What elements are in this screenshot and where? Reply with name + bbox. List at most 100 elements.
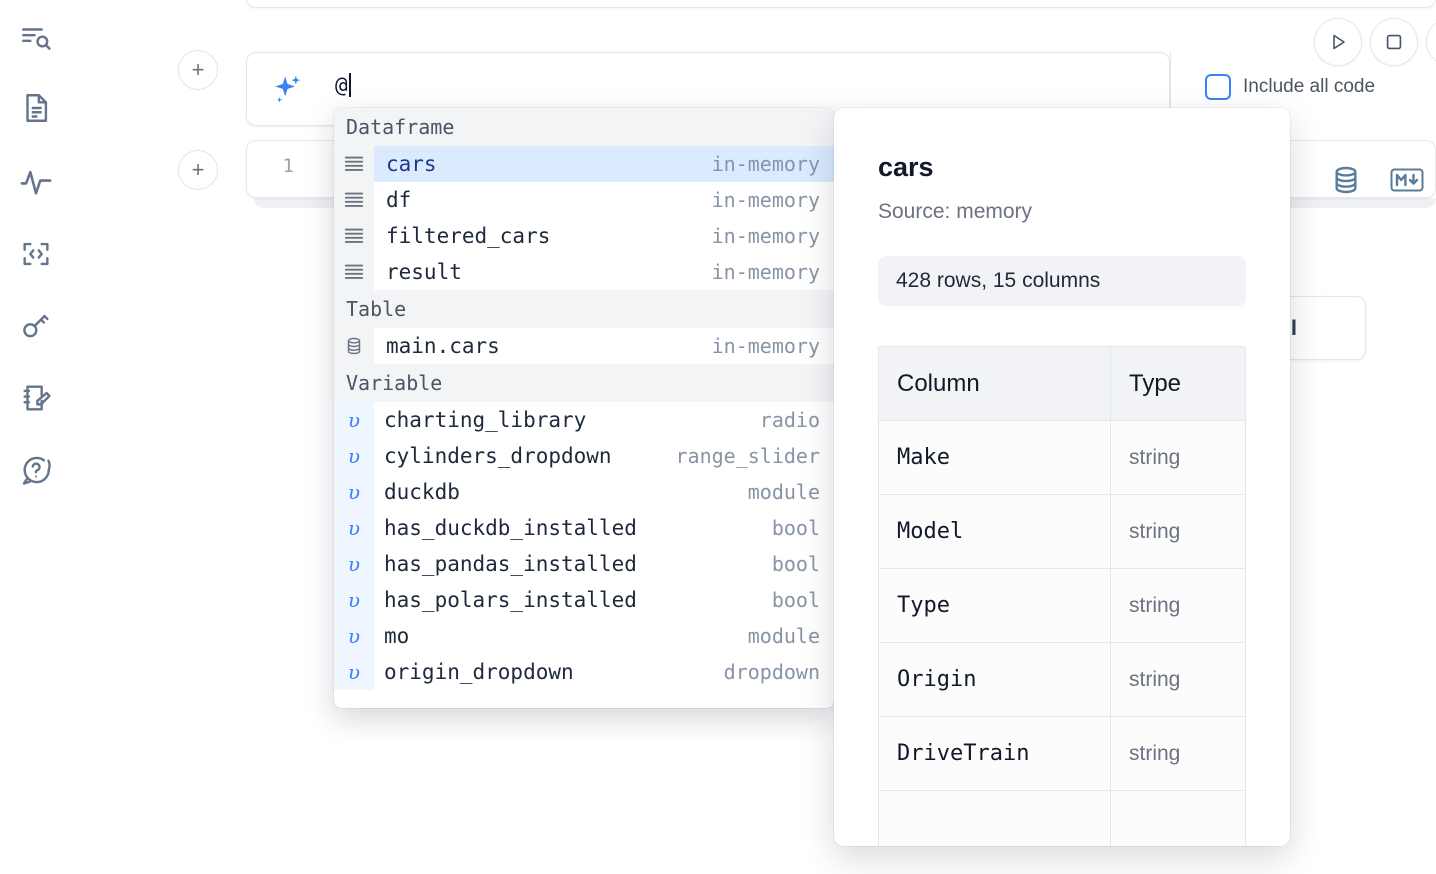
dataframe-icon xyxy=(334,182,374,218)
autocomplete-item-type: in-memory xyxy=(711,334,820,358)
stop-button[interactable] xyxy=(1370,18,1418,66)
checkbox-icon[interactable] xyxy=(1205,74,1231,100)
detail-stats-badge: 428 rows, 15 columns xyxy=(878,256,1246,306)
autocomplete-item[interactable]: υ has_duckdb_installed bool xyxy=(334,510,834,546)
schema-column-name: Model xyxy=(878,494,1111,569)
autocomplete-item-name: duckdb xyxy=(384,480,460,504)
variable-icon: υ xyxy=(334,618,374,654)
schema-column-type: string xyxy=(1110,716,1246,791)
schema-table-row-partial xyxy=(878,790,1246,846)
autocomplete-item-type: in-memory xyxy=(711,260,820,284)
variable-icon: υ xyxy=(334,582,374,618)
autocomplete-item-type: dropdown xyxy=(723,660,820,684)
database-icon xyxy=(334,328,374,364)
autocomplete-item-type: in-memory xyxy=(711,224,820,248)
schema-column-type: string xyxy=(1110,420,1246,495)
detail-source: Source: memory xyxy=(878,200,1033,223)
variable-icon: υ xyxy=(334,510,374,546)
autocomplete-item-type: module xyxy=(747,480,820,504)
cell-action-icons xyxy=(1330,164,1424,201)
schema-column-name: Type xyxy=(878,568,1111,643)
autocomplete-item[interactable]: υ cylinders_dropdown range_slider xyxy=(334,438,834,474)
ai-prompt-input[interactable]: @ xyxy=(335,73,351,97)
add-cell-button-top[interactable]: + xyxy=(178,50,218,90)
autocomplete-group-header: Table xyxy=(334,290,834,328)
schema-type-header: Type xyxy=(1110,346,1246,421)
schema-column-name: Origin xyxy=(878,642,1111,717)
autocomplete-group-header: Dataframe xyxy=(334,108,834,146)
autocomplete-group-header: Variable xyxy=(334,364,834,402)
dataframe-detail-popover: cars Source: memory 428 rows, 15 columns… xyxy=(834,108,1290,846)
file-text-icon[interactable] xyxy=(12,84,60,132)
variable-icon: υ xyxy=(334,474,374,510)
text-caret xyxy=(348,73,351,97)
autocomplete-item-type: range_slider xyxy=(675,444,821,468)
autocomplete-item-name: has_polars_installed xyxy=(384,588,637,612)
schema-column-name-partial xyxy=(878,790,1111,846)
variable-icon: υ xyxy=(334,438,374,474)
schema-column-type-partial xyxy=(1110,790,1246,846)
autocomplete-item-type: bool xyxy=(771,552,820,576)
include-all-code-checkbox[interactable]: Include all code xyxy=(1205,74,1375,100)
run-button[interactable] xyxy=(1314,18,1362,66)
schema-column-name: DriveTrain xyxy=(878,716,1111,791)
markdown-icon[interactable] xyxy=(1390,167,1424,198)
activity-icon[interactable] xyxy=(12,158,60,206)
variable-icon: υ xyxy=(334,654,374,690)
autocomplete-item-name: origin_dropdown xyxy=(384,660,574,684)
code-embed-icon[interactable] xyxy=(12,230,60,278)
autocomplete-item-name: mo xyxy=(384,624,410,648)
autocomplete-item-type: bool xyxy=(771,516,820,540)
include-all-code-label: Include all code xyxy=(1243,76,1376,97)
detail-title: cars xyxy=(878,152,934,182)
schema-table-header-row: Column Type xyxy=(878,346,1246,421)
key-icon[interactable] xyxy=(12,302,60,350)
autocomplete-item-type: in-memory xyxy=(711,188,820,212)
variable-icon: υ xyxy=(334,402,374,438)
autocomplete-item-type: in-memory xyxy=(711,152,820,176)
autocomplete-item[interactable]: main.cars in-memory xyxy=(334,328,834,364)
dataframe-icon xyxy=(334,254,374,290)
autocomplete-item[interactable]: υ has_pandas_installed bool xyxy=(334,546,834,582)
previous-cell-edge xyxy=(246,0,1436,8)
autocomplete-item-name: main.cars xyxy=(386,334,500,358)
schema-column-type: string xyxy=(1110,494,1246,569)
autocomplete-item-name: has_duckdb_installed xyxy=(384,516,637,540)
left-icon-rail xyxy=(0,0,72,874)
schema-column-name: Make xyxy=(878,420,1111,495)
autocomplete-item-name: cars xyxy=(386,152,437,176)
dataframe-icon xyxy=(334,146,374,182)
variable-icon: υ xyxy=(334,546,374,582)
notepad-edit-icon[interactable] xyxy=(12,374,60,422)
line-number: 1 xyxy=(282,155,294,177)
schema-column-header: Column xyxy=(878,346,1111,421)
autocomplete-item[interactable]: df in-memory xyxy=(334,182,834,218)
autocomplete-item[interactable]: cars in-memory xyxy=(334,146,834,182)
autocomplete-item-name: charting_library xyxy=(384,408,587,432)
autocomplete-item-type: radio xyxy=(759,408,820,432)
ai-prompt-value: @ xyxy=(335,73,348,97)
help-chat-icon[interactable] xyxy=(12,446,60,494)
add-cell-button-bottom[interactable]: + xyxy=(178,150,218,190)
outline-search-icon[interactable] xyxy=(12,14,60,62)
autocomplete-item-name: cylinders_dropdown xyxy=(384,444,612,468)
schema-column-type: string xyxy=(1110,642,1246,717)
autocomplete-item-name: df xyxy=(386,188,412,212)
schema-column-type: string xyxy=(1110,568,1246,643)
autocomplete-item[interactable]: υ origin_dropdown dropdown xyxy=(334,654,834,690)
autocomplete-item[interactable]: υ charting_library radio xyxy=(334,402,834,438)
database-icon[interactable] xyxy=(1330,164,1362,201)
autocomplete-item-name: has_pandas_installed xyxy=(384,552,637,576)
